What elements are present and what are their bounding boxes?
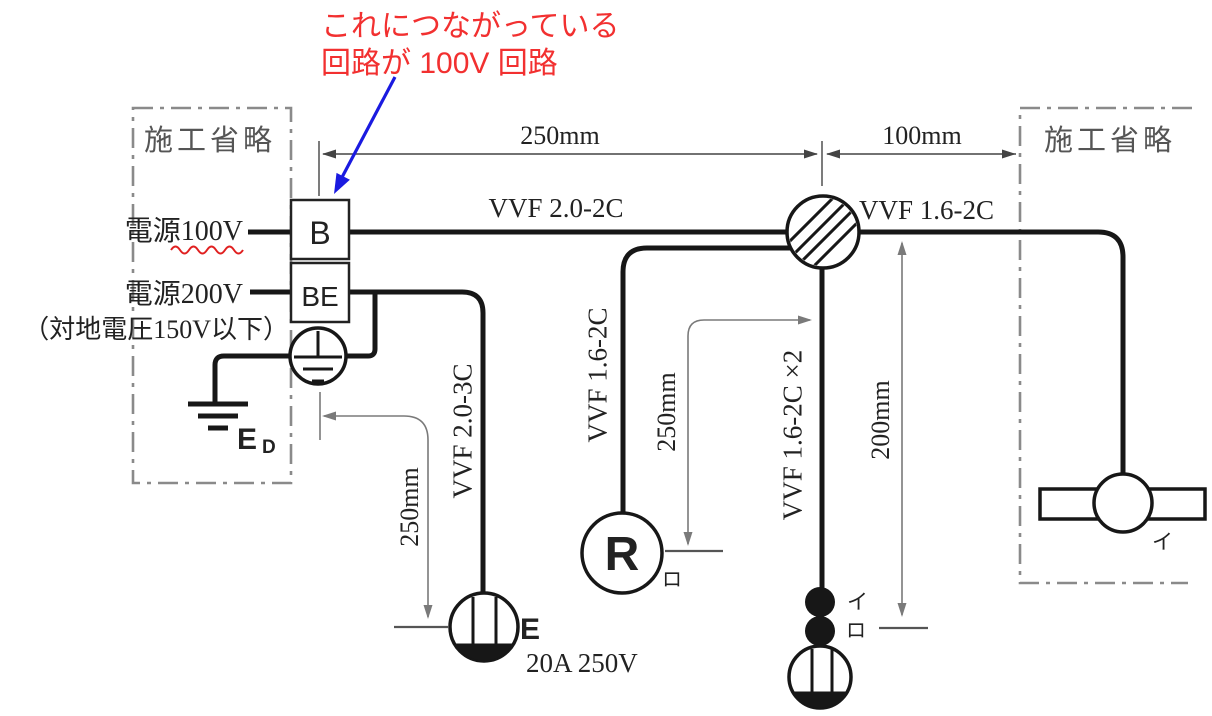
earth-terminal-symbol: [288, 326, 348, 386]
breaker-box: [289, 198, 351, 261]
dim-250mm-top-label: 250mm: [520, 121, 599, 150]
wires: [188, 229, 1126, 594]
ground-symbol: [188, 401, 248, 431]
cable-to-switches-label: VVF 1.6-2C ×2: [777, 350, 807, 521]
lamp-circuit-label: イ: [1152, 531, 1173, 554]
annotation-arrow: [334, 76, 397, 194]
switch-dot-i: [805, 587, 835, 617]
dim-200mm-label: 200mm: [866, 380, 895, 459]
receptacle-circuit-label: ロ: [662, 569, 682, 591]
ground-voltage-note: （対地電圧150V以下）: [23, 315, 289, 344]
breaker-earth-box: [289, 261, 351, 324]
outlet-symbol: [787, 644, 853, 710]
right-omitted-label: 施工省略: [1044, 124, 1176, 157]
dim-250mm-left-label: 250mm: [395, 467, 424, 546]
cable-to-receptacle-label: VVF 1.6-2C: [582, 307, 612, 442]
switch-dot-ro: [805, 616, 835, 646]
receptacle-branch-wire: [620, 245, 791, 513]
cable-right-label: VVF 1.6-2C: [859, 195, 994, 225]
dim-250mm-mid-label: 250mm: [652, 372, 681, 451]
cable-to-outlet-label: VVF 2.0-3C: [447, 363, 477, 498]
annotation-line1: これにつながっている: [321, 10, 620, 43]
dimension-left-250: [319, 392, 449, 629]
breaker-label: B: [309, 215, 330, 251]
outlet-250v-symbol: [448, 591, 520, 663]
junction-box-symbol: [785, 194, 861, 270]
outlet-250v-wire: [349, 289, 486, 594]
earth-link-wire: [346, 294, 378, 359]
left-omitted-label: 施工省略: [144, 124, 276, 157]
outlet-earth-label: E: [520, 613, 540, 646]
receptacle-label: R: [605, 528, 640, 581]
annotation-line2: 回路が 100V 回路: [321, 47, 558, 80]
lamp-fixture-symbol: [1038, 472, 1207, 534]
outlet-rating-label: 20A 250V: [526, 648, 638, 678]
right-branch-wire: [858, 229, 1126, 475]
dimension-top: [318, 141, 1016, 196]
earth-electrode-sub: D: [262, 437, 276, 458]
dimension-right-200: [879, 241, 928, 630]
right-omitted-box: [1018, 106, 1192, 585]
dim-100mm-top-label: 100mm: [882, 121, 961, 150]
dimension-mid-250: [665, 315, 812, 553]
receptacle-symbol: [580, 511, 664, 595]
switch-ro-label: ロ: [846, 620, 866, 642]
left-omitted-box: [131, 106, 293, 485]
earth-lead-wire: [212, 353, 290, 402]
earth-electrode-label: E: [237, 423, 257, 456]
breaker-earth-label: BE: [301, 281, 338, 312]
switch-i-label: イ: [847, 591, 868, 614]
cable-main-label: VVF 2.0-2C: [488, 193, 623, 223]
red-wavy-underline: [170, 245, 244, 255]
source-100v-label: 電源100V: [125, 216, 243, 247]
source-200v-label: 電源200V: [125, 279, 243, 310]
